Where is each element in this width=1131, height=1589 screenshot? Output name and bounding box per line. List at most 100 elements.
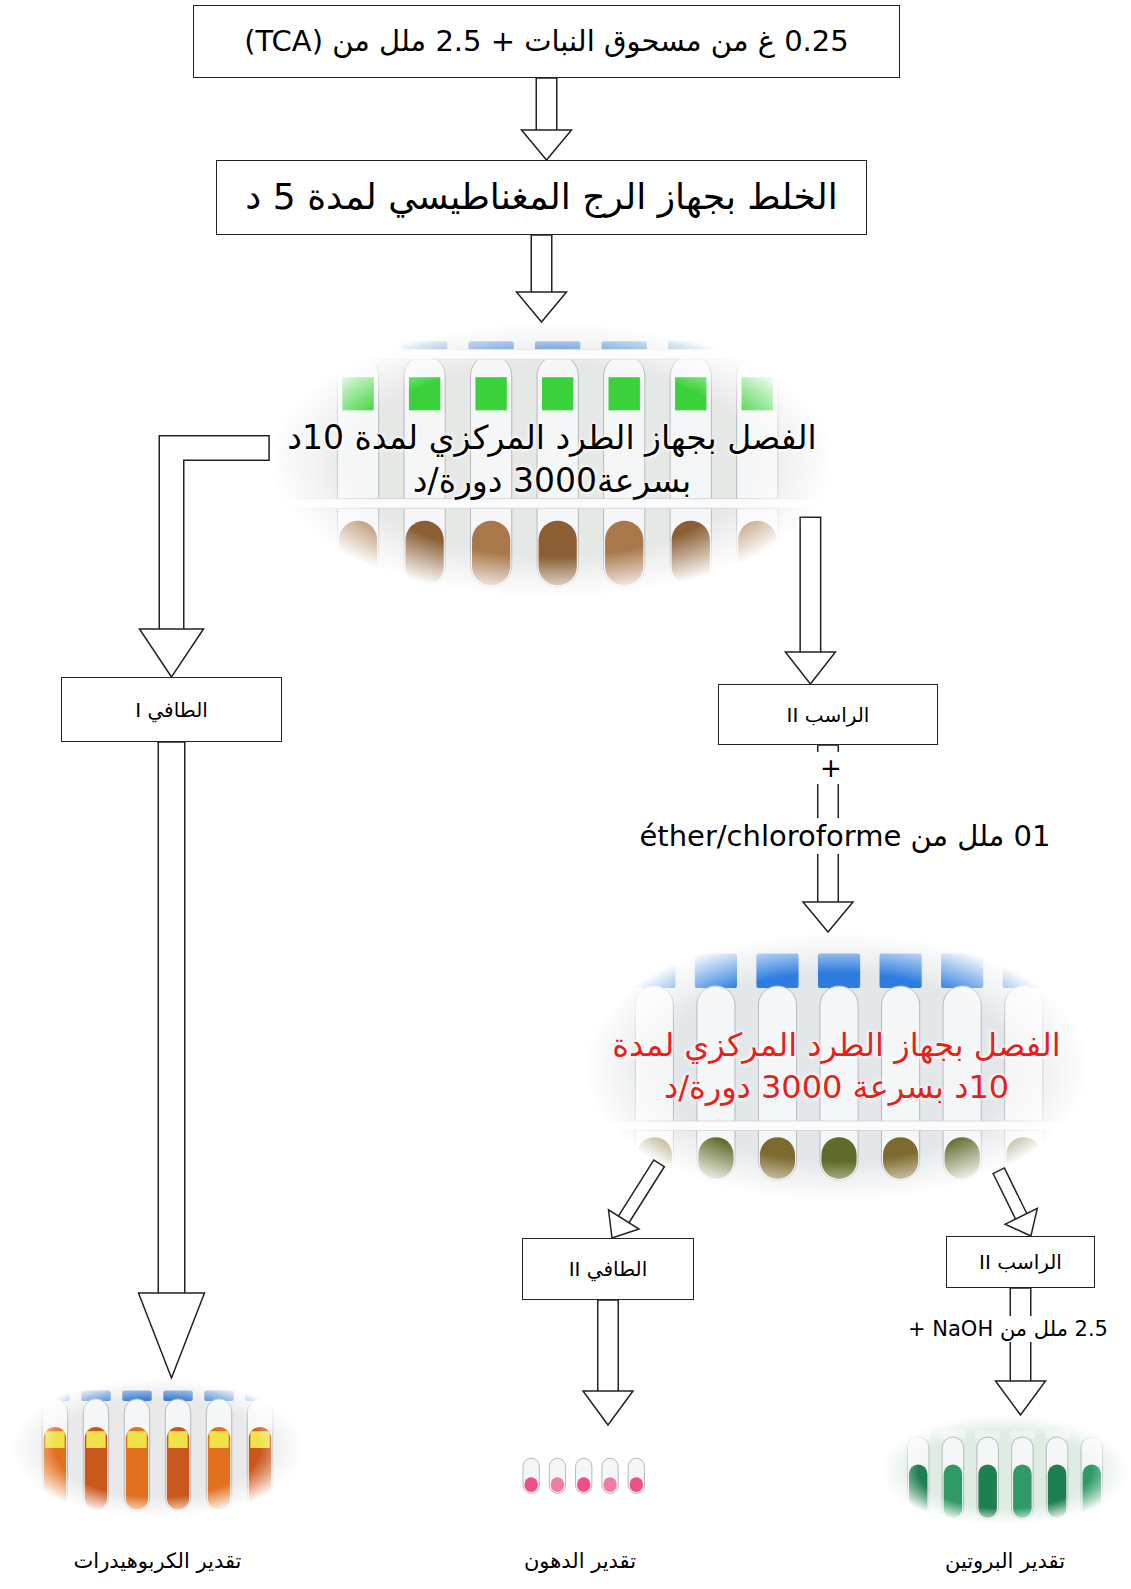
test-tube [1046,1437,1068,1520]
tube-liquid [909,1465,928,1519]
tube-liquid [524,1477,537,1492]
tube-tag [250,1431,269,1448]
arrow-shaft [599,1300,618,1391]
arrow-head [1005,1208,1037,1236]
tube-liquid [738,521,776,586]
tube-tag [675,377,706,410]
tube-liquid [637,1137,672,1179]
test-tube [628,1458,644,1493]
arrow-shaft-outline [172,448,270,629]
tube-liquid [945,1137,980,1179]
photo-ground [268,322,836,598]
tube-tag [86,1431,105,1448]
tube-liquid [1013,1465,1032,1519]
rack-bar [583,1121,1090,1130]
test-tube [602,1458,618,1493]
tube-liquid [603,1477,616,1492]
test-tube [907,1437,929,1520]
photo-group [11,1378,304,1518]
test-tube [83,1399,108,1511]
tube-liquid [630,1477,643,1492]
tube-liquid [944,1465,963,1519]
tube-liquid [577,1477,590,1492]
tube-tag [409,377,440,410]
tube-cap [880,954,922,988]
arrow-shaft-outline [531,235,553,292]
process-box: الخلط بجهاز الرج المغناطيسي لمدة 5 د [216,160,867,235]
arrow-head [803,902,853,932]
arrow-head [996,1381,1046,1415]
arrow-head [785,652,835,684]
tube-liquid [405,521,443,586]
test-tube [523,1458,539,1493]
arrow-shaft-outline [597,1300,619,1391]
tube-liquid [760,1137,795,1179]
photo-group [456,1425,704,1520]
arrow-head [522,130,572,160]
centrifuge-step: الفصل بجهاز الطرد المركزي لمدة 10د بسرعة… [268,322,836,598]
assay-caption: تقدير البروتين [881,1548,1129,1575]
rack-bar [268,499,836,509]
tube-liquid [821,1137,856,1179]
reagent-label: + [815,752,847,785]
rack-bar [268,350,836,360]
step-text: الفصل بجهاز الطرد المركزي لمدة 10د بسرعة… [597,1025,1077,1108]
arrow-shaft [537,78,556,130]
photo-ground [881,1415,1129,1525]
test-tube [247,1399,272,1511]
step-text: 0.25 غ من مسحوق النبات + 2.5 ملل من (TCA… [244,23,849,61]
step-text: الطافي I [135,697,208,723]
tube-tag [609,377,640,410]
arrow-shaft [172,448,270,629]
test-tube [549,1458,565,1493]
assay-photo: تقدير الدهون [456,1425,704,1575]
tube-tag [127,1431,146,1448]
step-text: الطافي II [569,1256,648,1282]
fraction-box: الراسب II [718,684,938,745]
test-tube [942,1437,964,1520]
tube-tag [209,1431,228,1448]
assay-caption: تقدير الكربوهيدرات [11,1548,304,1575]
arrow-shaft [532,235,551,292]
tube-cap [941,954,983,988]
test-tube [977,1437,999,1520]
tube-liquid [126,1427,148,1510]
test-tube [1012,1437,1034,1520]
tube-tag [168,1431,187,1448]
tube-liquid [539,521,577,586]
tube-liquid [208,1427,230,1510]
reagent-label: 2.5 ملل من NaOH + [903,1316,1113,1342]
test-tube [124,1399,149,1511]
tube-tag [342,377,373,410]
step-text: الفصل بجهاز الطرد المركزي لمدة 10د بسرعة… [287,417,817,503]
arrow-shaft-outline [158,742,186,1293]
arrow-shaft-outline [536,78,558,130]
tube-liquid [883,1137,918,1179]
arrow-head [140,629,204,677]
tube-tag [742,377,773,410]
fraction-box: الراسب II [946,1236,1095,1288]
step-text: الراسب II [979,1249,1062,1275]
tube-liquid [472,521,510,586]
test-tube [1005,986,1043,1180]
tube-liquid [1048,1465,1067,1519]
photo-ground [11,1378,304,1518]
arrow-head [583,1391,633,1425]
flow-arrow [996,1288,1046,1415]
tube-tag [542,377,573,410]
assay-photo: تقدير الكربوهيدرات [11,1378,304,1575]
tube-liquid [551,1477,564,1492]
flow-arrow [517,235,567,322]
photo-illustration [11,1378,304,1518]
fraction-box: الطافي I [61,677,282,742]
test-tube [737,355,778,587]
tube-liquid [85,1427,107,1510]
tube-liquid [1083,1465,1102,1519]
arrow-shaft [159,742,184,1293]
arrow-head [609,1210,640,1238]
fraction-box: الطافي II [522,1238,694,1300]
photo-group [881,1415,1129,1525]
test-tube [1081,1437,1103,1520]
